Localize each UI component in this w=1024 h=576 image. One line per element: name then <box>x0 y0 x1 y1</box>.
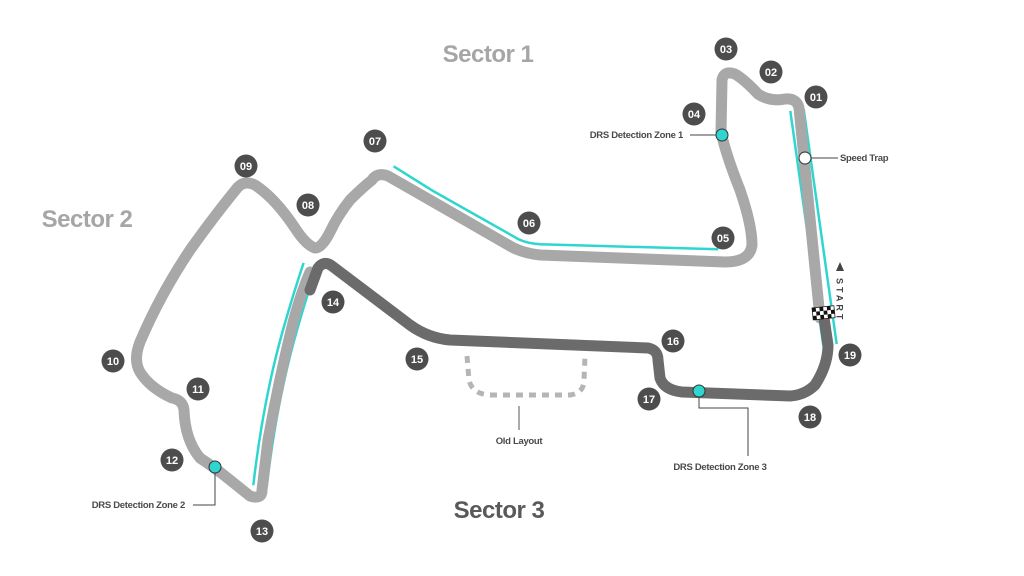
turn-badge-circle <box>714 37 738 61</box>
turn-number: 15 <box>411 354 423 366</box>
drs-zones <box>252 108 838 487</box>
turn-number: 09 <box>240 161 252 173</box>
turn-badge-09: 09 <box>234 154 258 178</box>
old-layout-label: Old Layout <box>496 436 544 447</box>
turn-badge-circle <box>405 347 429 371</box>
turn-number: 08 <box>302 200 314 212</box>
start-indicator: START <box>835 262 845 322</box>
turn-badge-05: 05 <box>711 226 735 250</box>
sector-3-label: Sector 3 <box>454 497 545 524</box>
turn-badge-18: 18 <box>798 405 822 429</box>
turn-number: 18 <box>804 412 816 424</box>
turn-badge-10: 10 <box>101 349 125 373</box>
turn-number: 03 <box>720 44 732 56</box>
drs-zone-back-straight <box>385 165 719 264</box>
old-layout-path <box>464 355 588 398</box>
drs-detection-1-marker-icon[interactable] <box>715 128 729 142</box>
turn-badge-04: 04 <box>682 102 706 126</box>
turn-badges: 01 02 03 04 05 06 07 08 09 10 11 12 13 14 15 16 17 18 19 <box>101 37 862 543</box>
turn-badge-01: 01 <box>804 85 828 109</box>
turn-badge-circle <box>637 387 661 411</box>
turn-badge-circle <box>759 60 783 84</box>
turn-badge-08: 08 <box>296 193 320 217</box>
turn-badge-circle <box>250 519 274 543</box>
turn-number: 02 <box>765 67 777 79</box>
drs-detection-2-label: DRS Detection Zone 2 <box>92 500 185 511</box>
turn-badge-14: 14 <box>321 290 345 314</box>
turn-badge-circle <box>804 85 828 109</box>
sector-2-label: Sector 2 <box>42 206 133 233</box>
turn-badge-16: 16 <box>661 329 685 353</box>
turn-badge-circle <box>517 211 541 235</box>
drs-detection-3-marker-icon[interactable] <box>692 384 706 398</box>
turn-badge-12: 12 <box>160 448 184 472</box>
turn-number: 04 <box>688 109 701 121</box>
drs-detection-1-label: DRS Detection Zone 1 <box>590 130 684 141</box>
track-sector-3 <box>304 257 834 402</box>
track-sector-1-2 <box>131 67 826 503</box>
turn-number: 13 <box>256 526 268 538</box>
drs-inner <box>254 109 836 487</box>
finish-line-icon <box>811 305 836 321</box>
turn-badge-circle <box>321 290 345 314</box>
start-label: START <box>835 278 845 322</box>
turn-badge-circle <box>186 377 210 401</box>
start-arrow-icon <box>836 262 844 271</box>
turn-number: 07 <box>369 136 381 148</box>
turn-badge-17: 17 <box>637 387 661 411</box>
turn-number: 17 <box>643 394 655 406</box>
turn-badge-circle <box>798 405 822 429</box>
turn-badge-circle <box>234 154 258 178</box>
turn-badge-07: 07 <box>363 129 387 153</box>
turn-number: 11 <box>192 384 204 396</box>
turn-number: 12 <box>166 455 178 467</box>
turn-badge-circle <box>363 129 387 153</box>
turn-badge-circle <box>160 448 184 472</box>
speed-trap-label: Speed Trap <box>840 153 889 164</box>
turn-number: 10 <box>107 356 119 368</box>
turn-number: 19 <box>844 350 856 362</box>
turn-number: 16 <box>667 336 679 348</box>
turn-badge-circle <box>296 193 320 217</box>
turn-badge-06: 06 <box>517 211 541 235</box>
drs-detection-3-label: DRS Detection Zone 3 <box>673 462 766 473</box>
turn-badge-11: 11 <box>186 377 210 401</box>
turn-number: 14 <box>327 297 340 309</box>
turn-badge-03: 03 <box>714 37 738 61</box>
turn-badge-circle <box>838 343 862 367</box>
sector-1-label: Sector 1 <box>443 41 534 68</box>
turn-badge-19: 19 <box>838 343 862 367</box>
turn-badge-13: 13 <box>250 519 274 543</box>
turn-badge-circle <box>711 226 735 250</box>
drs-detection-2-marker-icon[interactable] <box>208 460 222 474</box>
turn-badge-15: 15 <box>405 347 429 371</box>
speed-trap-marker-icon[interactable] <box>798 151 812 165</box>
turn-number: 01 <box>810 92 822 104</box>
turn-badge-02: 02 <box>759 60 783 84</box>
turn-badge-circle <box>101 349 125 373</box>
turn-number: 05 <box>717 233 729 245</box>
turn-number: 06 <box>523 218 535 230</box>
turn-badge-circle <box>682 102 706 126</box>
turn-badge-circle <box>661 329 685 353</box>
